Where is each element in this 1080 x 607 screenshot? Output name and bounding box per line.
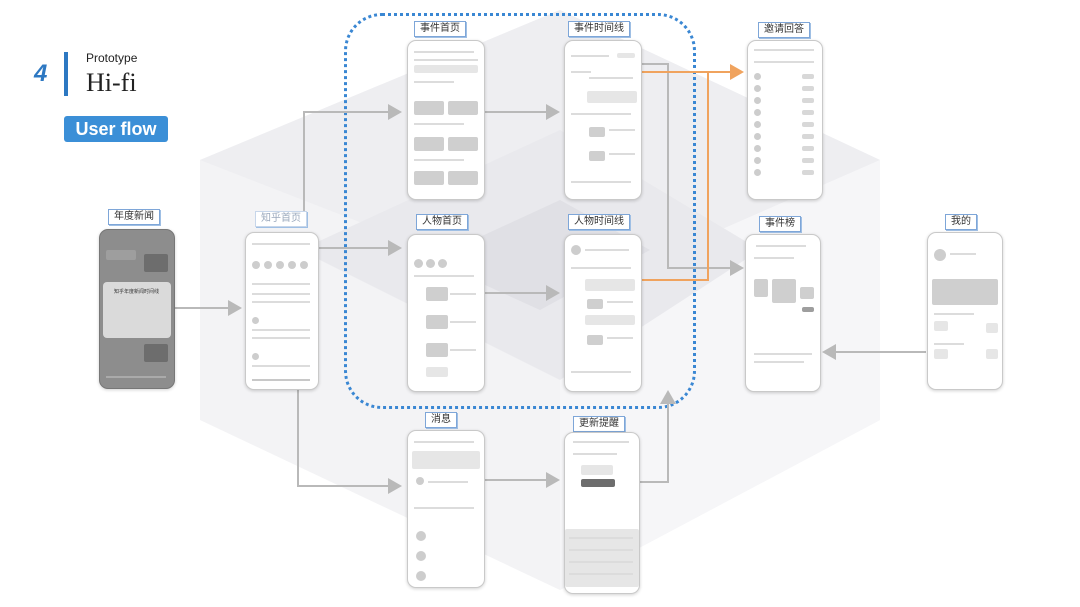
label-person-home: 人物首页 <box>416 214 468 230</box>
screen-event-list[interactable] <box>745 234 821 392</box>
label-event-timeline: 事件时间线 <box>568 21 630 37</box>
screen-update-reminder[interactable] <box>564 432 640 594</box>
section-divider <box>64 52 68 96</box>
screen-messages[interactable] <box>407 430 485 588</box>
label-event-home: 事件首页 <box>414 21 466 37</box>
arrow-zhihu-to-messages <box>297 384 402 494</box>
arrow-timeline-to-event-list <box>640 63 744 276</box>
screen-invite-answer[interactable] <box>747 40 823 200</box>
screen-event-timeline[interactable] <box>564 40 642 200</box>
arrow-zhihu-to-event-home <box>303 104 402 228</box>
screen-mine[interactable] <box>927 232 1003 390</box>
arrow-update-to-person-timeline <box>638 390 676 483</box>
screen-event-home[interactable] <box>407 40 485 200</box>
label-messages: 消息 <box>425 412 457 428</box>
label-mine: 我的 <box>945 214 977 230</box>
core-flow-region <box>344 13 696 409</box>
section-subtitle: Prototype <box>86 51 138 65</box>
label-person-timeline: 人物时间线 <box>568 214 630 230</box>
screen-person-timeline[interactable] <box>564 234 642 392</box>
section-number: 4 <box>34 60 48 87</box>
label-update-reminder: 更新提醒 <box>573 416 625 432</box>
screen-annual-news[interactable]: 知乎年度新闻时间线 <box>99 229 175 389</box>
label-event-list: 事件榜 <box>759 216 801 232</box>
label-annual-news: 年度新闻 <box>108 209 160 225</box>
label-invite-answer: 邀请回答 <box>758 22 810 38</box>
screen-zhihu-home[interactable] <box>245 232 319 390</box>
section-title: Hi-fi <box>86 68 137 97</box>
label-zhihu-home: 知乎首页 <box>255 211 307 227</box>
screen-person-home[interactable] <box>407 234 485 392</box>
user-flow-badge: User flow <box>64 116 168 142</box>
annual-news-popup-text: 知乎年度新闻时间线 <box>114 289 160 295</box>
